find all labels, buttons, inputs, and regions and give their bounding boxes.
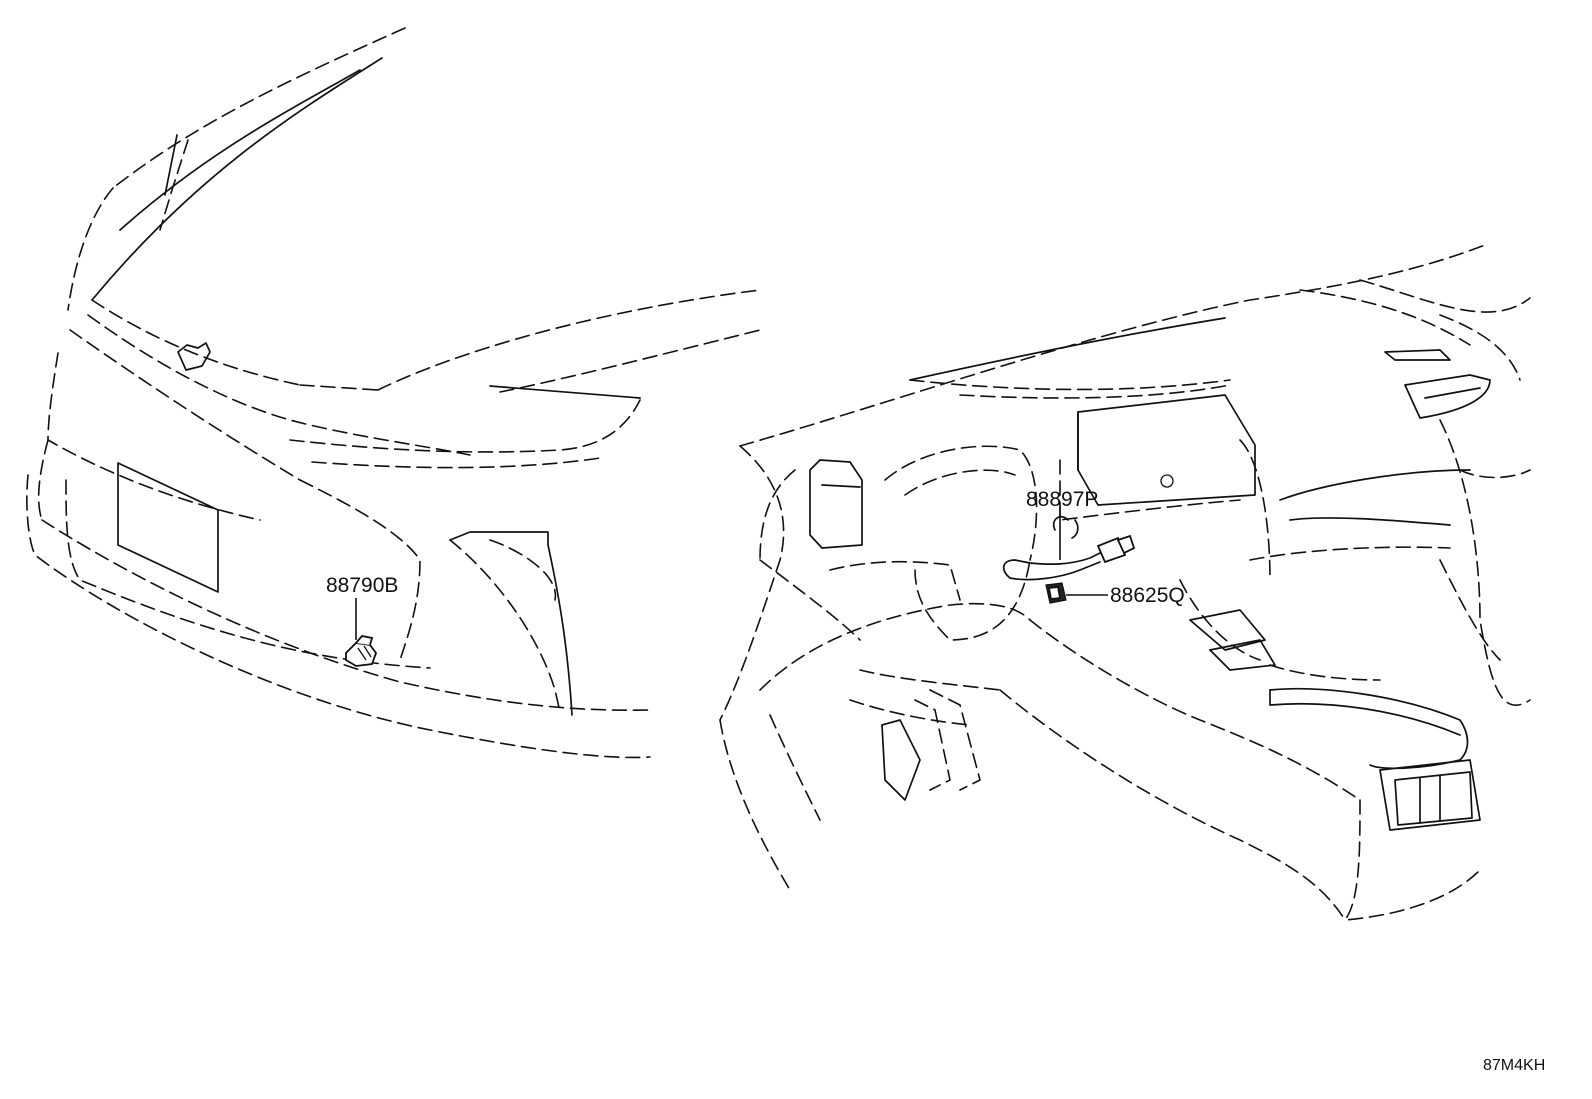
harness-88897p [1002, 515, 1136, 581]
front-sensor-88790b [345, 635, 378, 667]
callout-88625q: 88625Q [1110, 584, 1185, 607]
instrument-panel-view [719, 244, 1531, 921]
callout-88897p: 88897P [1026, 488, 1098, 511]
front-bumper-view [26, 27, 761, 759]
sensor-88625q [1045, 582, 1067, 604]
callout-88790b: 88790B [326, 574, 398, 597]
illustration-code: 87M4KH [1483, 1057, 1545, 1074]
